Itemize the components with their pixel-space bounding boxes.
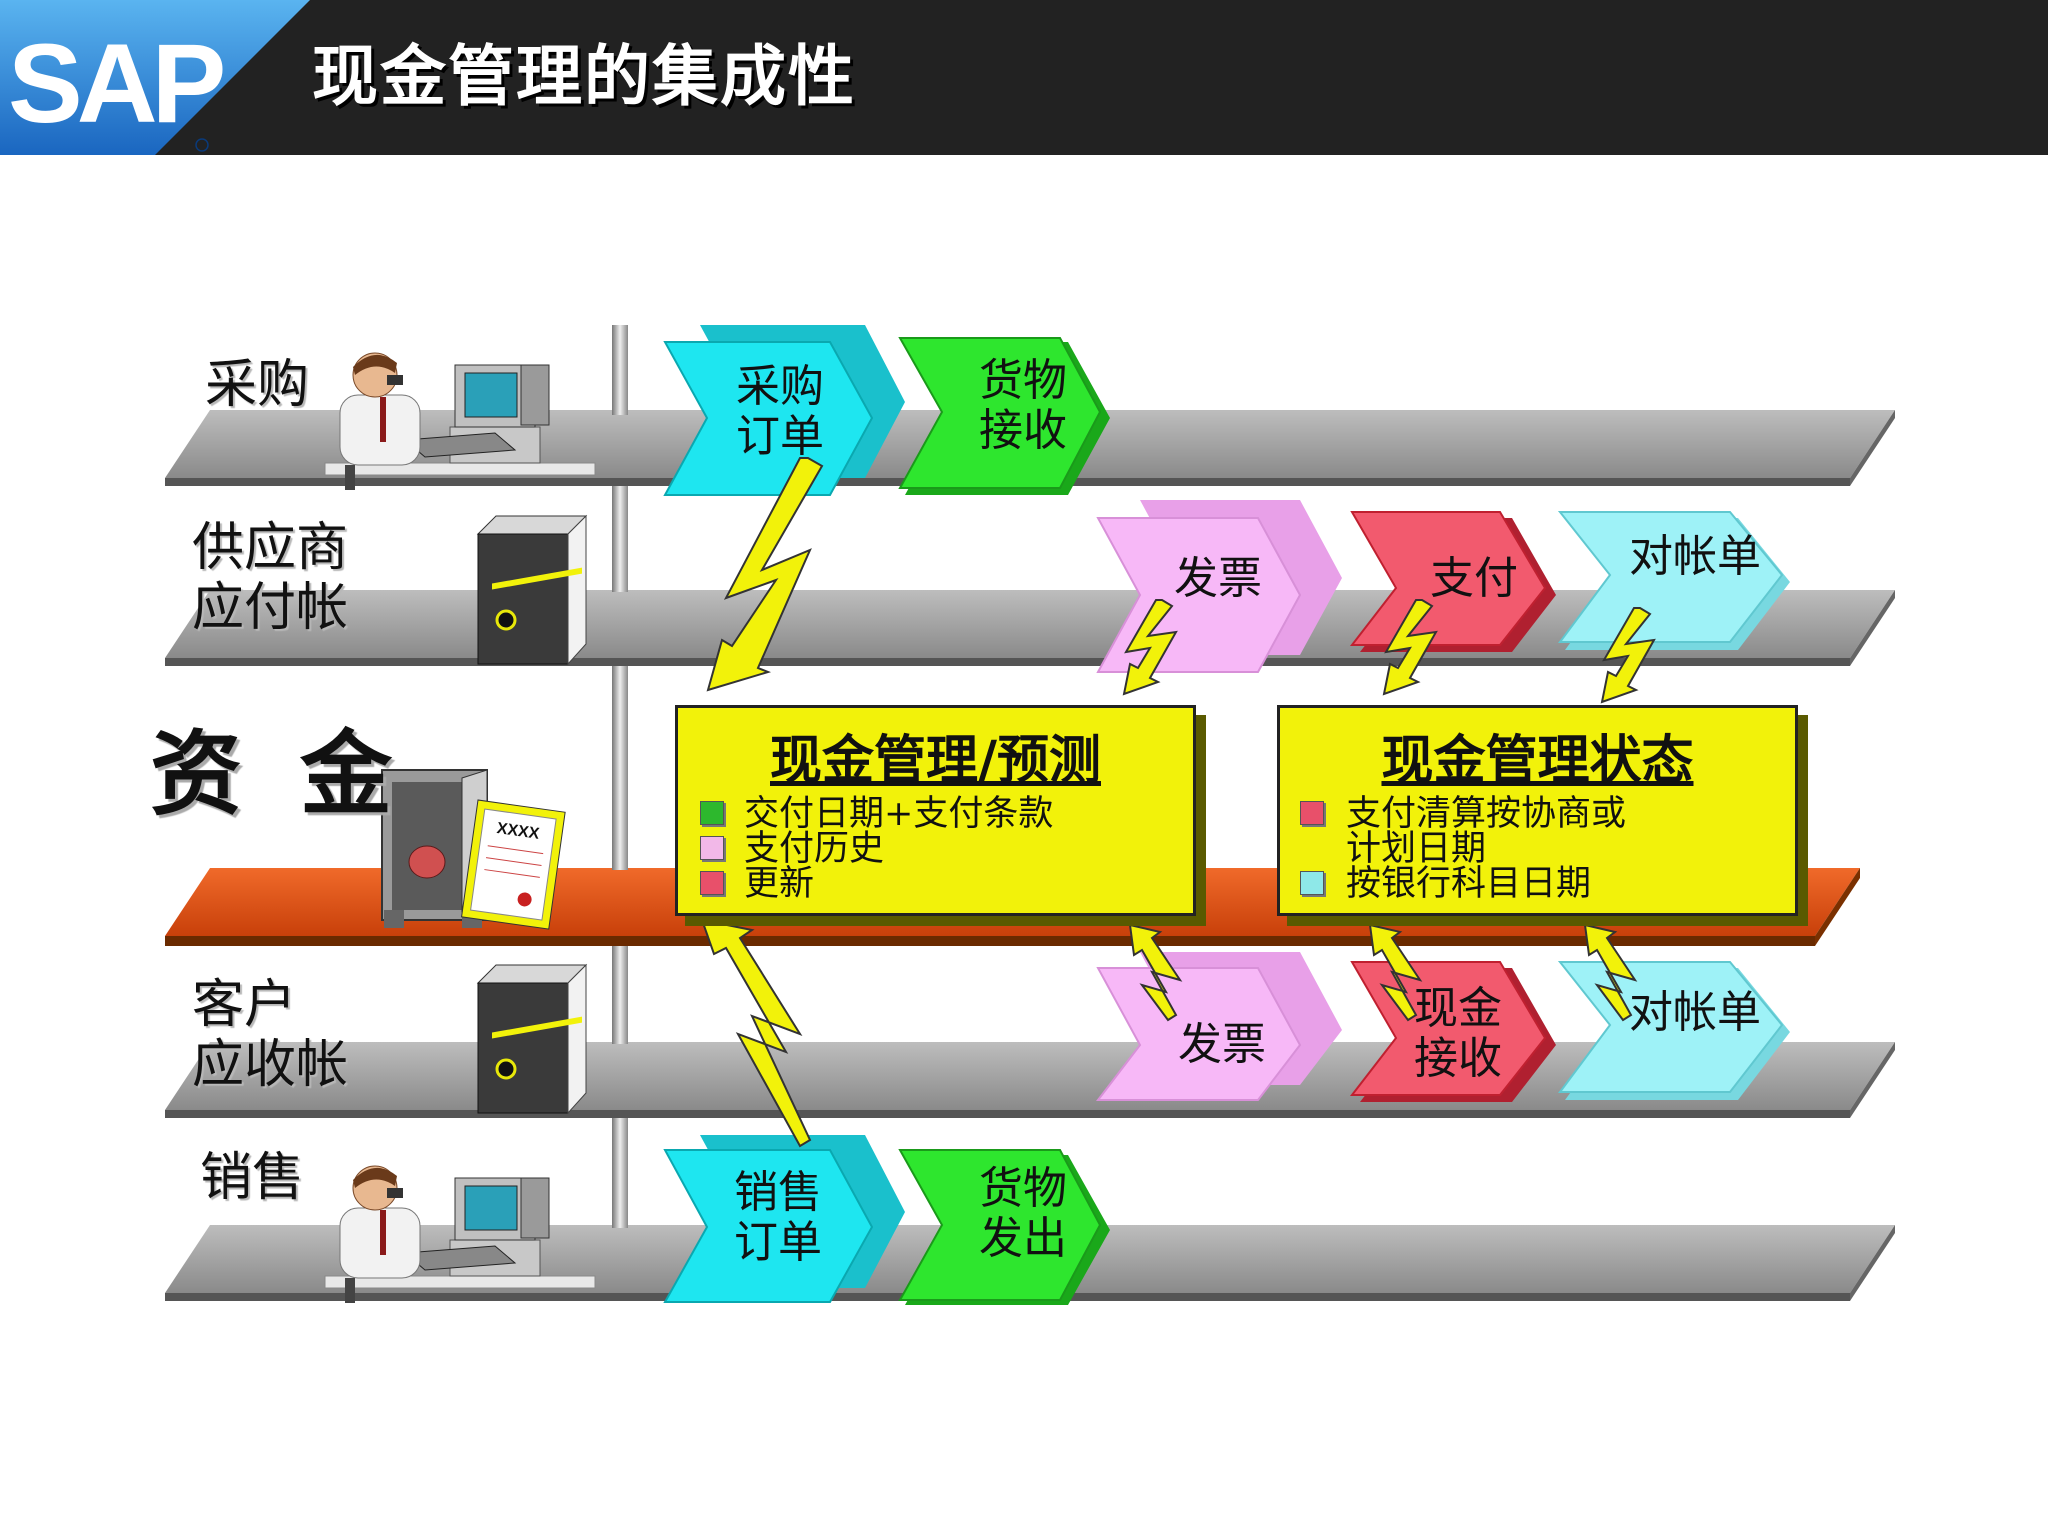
- chevron-label-ar-cash-line2: 接收: [1414, 1033, 1502, 1084]
- person-computer-icon: [324, 352, 596, 490]
- chevron-sales-order: [663, 1135, 905, 1303]
- ledger-book-icon: [476, 963, 588, 1115]
- sap-logo: SAP: [0, 0, 310, 155]
- row-label-capital: 资金: [150, 720, 451, 828]
- lightning-bolt-icon: [1122, 599, 1178, 696]
- forecast-item: 更新: [744, 864, 815, 904]
- chevron-purchase-order: [663, 325, 905, 496]
- lightning-bolt-icon: [1128, 923, 1183, 1022]
- cash-position-title: 现金管理状态: [1381, 730, 1694, 791]
- chevron-label-so-line1: 销售: [734, 1167, 822, 1218]
- chevron-goods-issue: [898, 1149, 1110, 1305]
- cash-forecast-title: 现金管理/预测: [770, 730, 1101, 791]
- lightning-bolt-icon: [700, 918, 812, 1148]
- page-title: 现金管理的集成性: [312, 38, 856, 115]
- document-label: XXXX: [496, 820, 541, 843]
- chevron-label-ap-payment: 支付: [1430, 553, 1518, 604]
- forecast-item: 支付历史: [744, 829, 885, 869]
- position-item: 按银行科目日期: [1346, 864, 1592, 904]
- row-label-purchasing: 采购: [205, 355, 310, 415]
- lightning-bolt-icon: [706, 457, 824, 692]
- header-bar: SAP 现金管理的集成性: [0, 0, 2048, 155]
- cash-forecast-box: 现金管理/预测 交付日期+支付条款 支付历史 更新: [675, 705, 1196, 916]
- bullet-square-red: [700, 871, 724, 895]
- bullet-square-green: [700, 801, 724, 825]
- bullet-square-red: [1300, 801, 1324, 825]
- logo-text: SAP: [8, 21, 223, 146]
- chevron-label-ar-cash-line1: 现金: [1414, 983, 1502, 1034]
- ledger-book-icon: [476, 514, 588, 666]
- position-item: 计划日期: [1346, 829, 1487, 869]
- position-item: 支付清算按协商或: [1346, 794, 1627, 834]
- chevron-label-po-line2: 订单: [736, 411, 824, 462]
- bullet-square-cyan: [1300, 871, 1324, 895]
- chevron-label-po-line1: 采购: [736, 361, 824, 412]
- document-icon: XXXX: [461, 799, 566, 930]
- lightning-bolt-icon: [1368, 923, 1423, 1022]
- chevron-label-gi-line2: 发出: [979, 1213, 1067, 1264]
- forecast-item: 交付日期+支付条款: [744, 794, 1054, 834]
- chevron-goods-receipt: [898, 337, 1110, 495]
- lightning-bolt-icon: [1600, 607, 1656, 704]
- chevron-label-gi-line1: 货物: [979, 1163, 1067, 1214]
- row-label-receivables-line1: 客户: [192, 975, 297, 1035]
- chevron-ap-statement: [1557, 511, 1790, 650]
- person-computer-icon: [324, 1165, 596, 1303]
- row-label-sales: 销售: [200, 1148, 305, 1208]
- row-label-payables-line2: 应付帐: [192, 578, 349, 638]
- chevron-label-ap-statement: 对帐单: [1629, 531, 1761, 582]
- chevron-label-ap-invoice: 发票: [1174, 553, 1262, 604]
- row-label-payables-line1: 供应商: [192, 518, 349, 578]
- chevron-label-gr-line1: 货物: [979, 355, 1067, 406]
- chevron-ar-invoice: [1095, 952, 1342, 1101]
- lightning-bolt-icon: [1382, 599, 1438, 696]
- chevron-label-ar-statement: 对帐单: [1629, 987, 1761, 1038]
- chevron-label-gr-line2: 接收: [979, 405, 1067, 456]
- cash-position-box: 现金管理状态 支付清算按协商或 计划日期 按银行科目日期: [1277, 705, 1798, 916]
- lightning-bolt-icon: [1583, 923, 1638, 1022]
- row-label-receivables-line2: 应收帐: [192, 1035, 349, 1095]
- bullet-square-pink: [700, 836, 724, 860]
- chevron-label-so-line2: 订单: [734, 1217, 822, 1268]
- chevron-label-ar-invoice: 发票: [1178, 1019, 1266, 1070]
